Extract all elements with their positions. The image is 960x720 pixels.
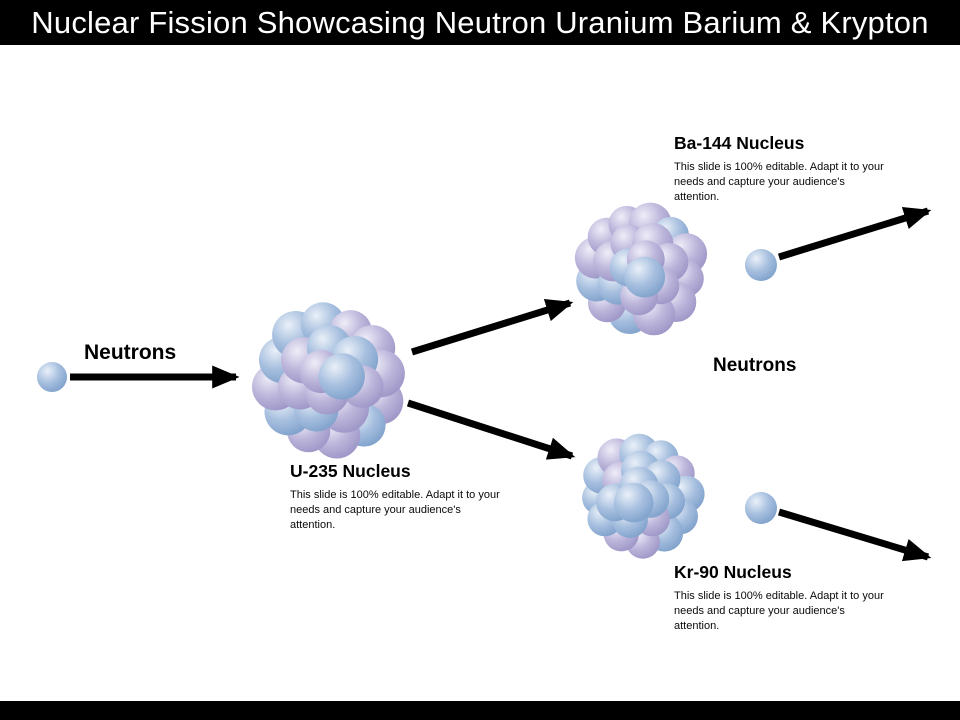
ba144-label-block: Ba-144 Nucleus This slide is 100% editab… (674, 133, 884, 205)
kr90-title: Kr-90 Nucleus (674, 562, 792, 582)
title-bar: Nuclear Fission Showcasing Neutron Urani… (0, 0, 960, 45)
u235-nucleus-graphic (252, 302, 405, 459)
neutron-spheres (37, 249, 777, 524)
u235-description: This slide is 100% editable. Adapt it to… (290, 489, 500, 531)
fission-arrows (70, 206, 932, 562)
kr90-nucleus-graphic (582, 433, 705, 559)
neutrons-right-label: Neutrons (713, 355, 797, 376)
ba144-nucleus-graphic (574, 202, 708, 336)
kr90-label-block: Kr-90 Nucleus This slide is 100% editabl… (674, 562, 884, 634)
kr90-description: This slide is 100% editable. Adapt it to… (674, 590, 884, 632)
u235-label-block: U-235 Nucleus This slide is 100% editabl… (290, 461, 500, 533)
u235-title: U-235 Nucleus (290, 461, 411, 481)
neutrons-left-label: Neutrons (84, 341, 177, 364)
ba144-description: This slide is 100% editable. Adapt it to… (674, 161, 884, 203)
footer-bar (0, 701, 960, 720)
slide-title: Nuclear Fission Showcasing Neutron Urani… (31, 4, 929, 40)
ba144-title: Ba-144 Nucleus (674, 133, 805, 153)
